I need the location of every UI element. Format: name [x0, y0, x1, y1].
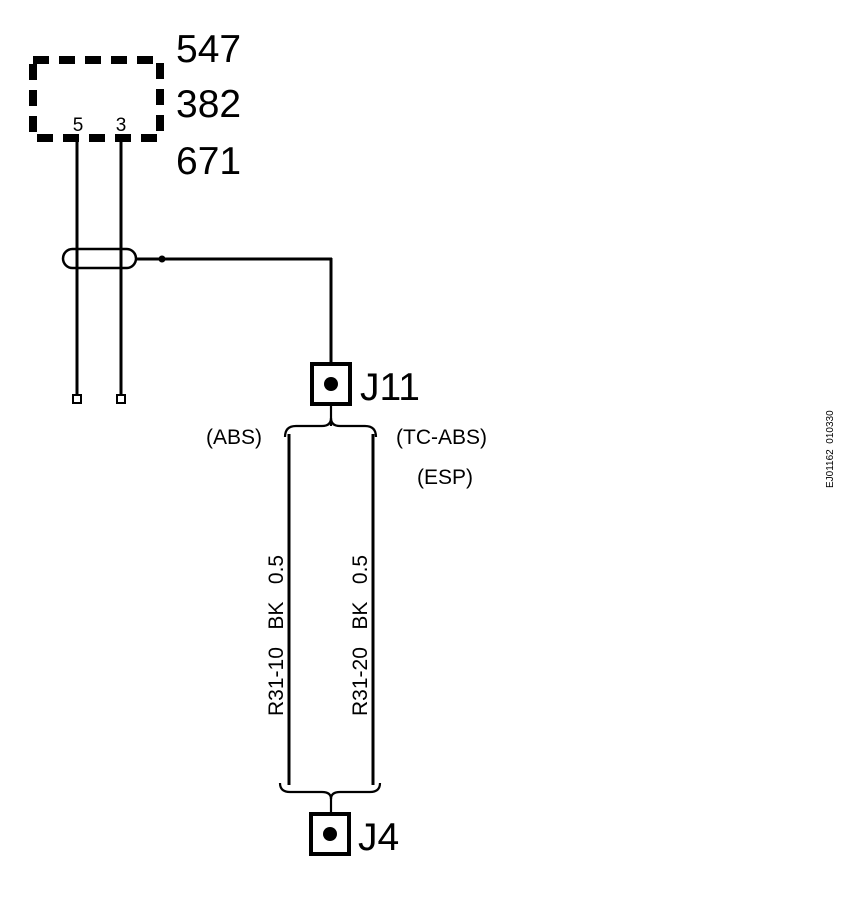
- lower-brace: [278, 782, 382, 800]
- upper-brace: [283, 417, 378, 438]
- pin-label-3: 3: [116, 115, 127, 136]
- component-number-671: 671: [176, 140, 241, 183]
- j11-label: J11: [360, 366, 420, 409]
- variant-tc-abs-label: (TC-ABS): [396, 426, 487, 449]
- pin-label-5: 5: [73, 115, 84, 136]
- component-number-547: 547: [176, 28, 241, 71]
- variant-abs-label: (ABS): [206, 426, 262, 449]
- shield-oval: [61, 247, 138, 270]
- wire-label-r31-10: R31-10 BK 0.5: [265, 555, 288, 716]
- j4-connector-dot: [323, 827, 337, 841]
- pin3-terminal: [116, 394, 126, 404]
- variant-esp-label: (ESP): [417, 466, 473, 489]
- j11-connector-dot: [324, 377, 338, 391]
- drawing-code: EJ01162 010330: [825, 410, 836, 488]
- component-number-382: 382: [176, 83, 241, 126]
- shield-junction-dot: [158, 255, 166, 263]
- j4-label: J4: [358, 816, 399, 859]
- pin5-terminal: [72, 394, 82, 404]
- wire-label-r31-20: R31-20 BK 0.5: [349, 555, 372, 716]
- component-box: [29, 56, 164, 142]
